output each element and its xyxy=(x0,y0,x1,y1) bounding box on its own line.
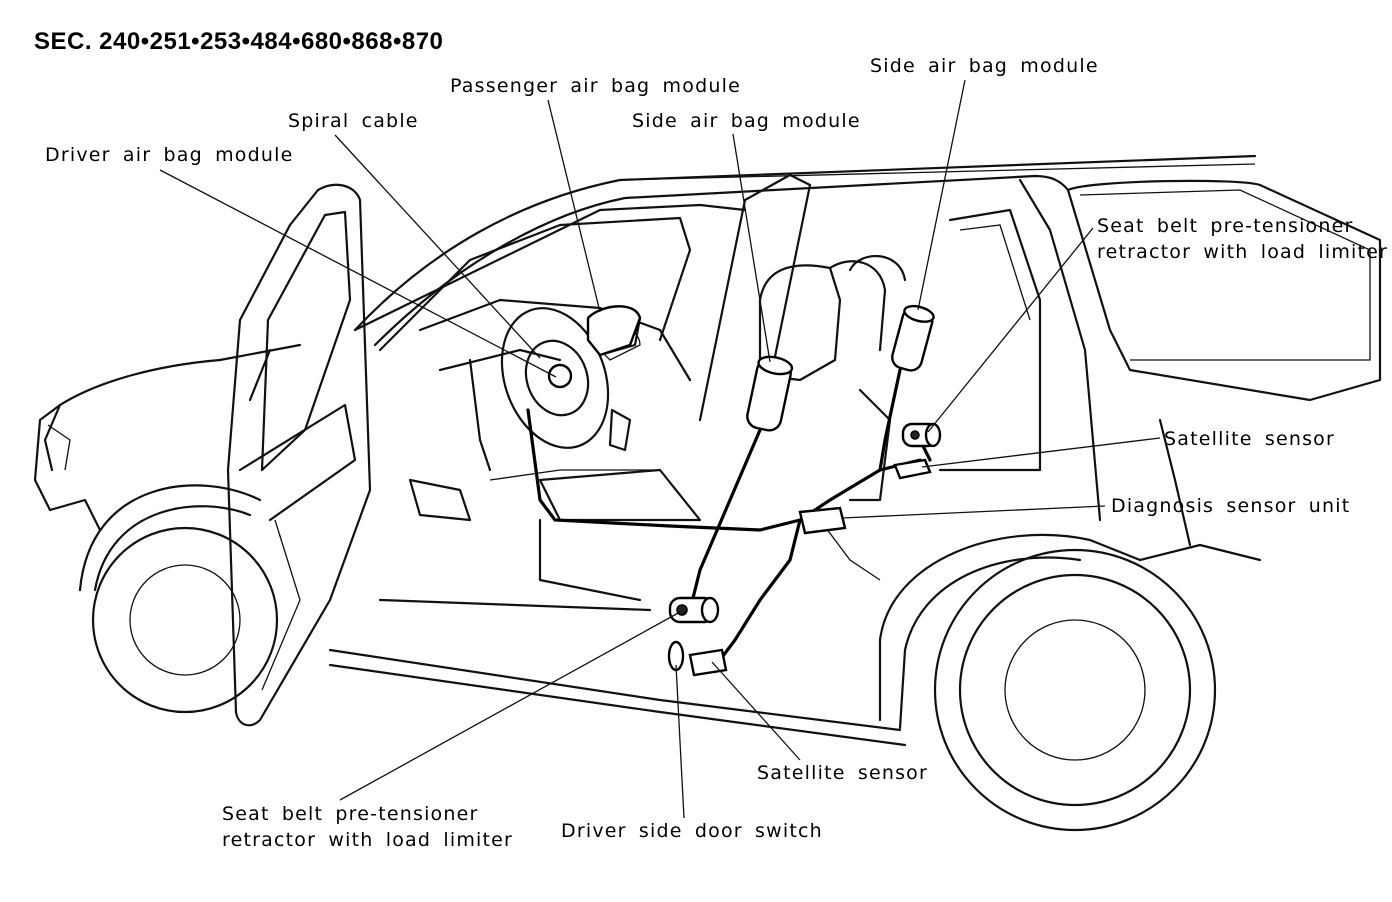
label-seat-belt-pretensioner-left-line2: retractor with load limiter xyxy=(222,829,514,851)
section-code: SEC. 240•251•253•484•680•868•870 xyxy=(34,28,444,55)
dashboard-steering xyxy=(408,298,692,522)
seats xyxy=(538,255,907,602)
label-side-air-bag-module-rear: Side air bag module xyxy=(870,55,1099,77)
seat-belt-pretensioner-driver-part xyxy=(668,596,720,624)
side-air-bag-module-front-part xyxy=(746,355,794,432)
label-seat-belt-pretensioner-right-line2: retractor with load limiter xyxy=(1097,241,1389,263)
satellite-sensor-driver-part xyxy=(688,648,728,677)
driver-door-open xyxy=(226,183,372,727)
label-side-air-bag-module-front: Side air bag module xyxy=(632,110,861,132)
passenger-air-bag-module-part xyxy=(586,305,642,357)
label-seat-belt-pretensioner-right-line1: Seat belt pre-tensioner xyxy=(1097,215,1354,237)
label-seat-belt-pretensioner-left-line1: Seat belt pre-tensioner xyxy=(222,803,479,825)
diagnosis-sensor-unit-part xyxy=(798,506,847,535)
label-passenger-air-bag-module: Passenger air bag module xyxy=(450,75,741,97)
label-diagnosis-sensor-unit: Diagnosis sensor unit xyxy=(1111,495,1351,517)
leader-lines xyxy=(159,79,1161,819)
label-driver-air-bag-module: Driver air bag module xyxy=(45,144,294,166)
label-satellite-sensor-right: Satellite sensor xyxy=(1164,428,1336,450)
label-driver-side-door-switch: Driver side door switch xyxy=(561,820,823,842)
label-satellite-sensor-bottom: Satellite sensor xyxy=(757,762,929,784)
wiring-harness xyxy=(526,368,932,662)
seat-belt-pretensioner-rear-part xyxy=(901,422,942,448)
vehicle-body xyxy=(33,154,1382,832)
label-spiral-cable: Spiral cable xyxy=(288,110,419,132)
side-air-bag-module-rear-part xyxy=(891,304,935,372)
components xyxy=(586,304,942,677)
satellite-sensor-rear-part xyxy=(893,458,932,480)
